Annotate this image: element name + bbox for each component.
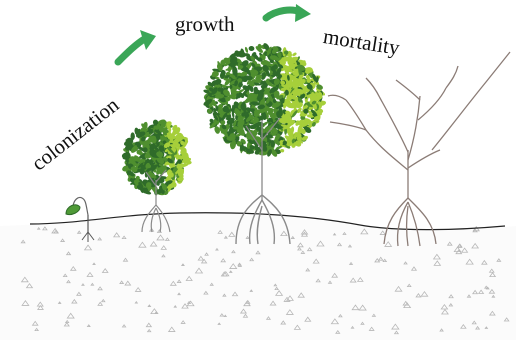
dead-tree-icon [328,52,510,246]
arrow-icon [266,4,311,22]
stage-label-growth: growth [175,14,235,35]
arrow-icon [118,30,156,62]
